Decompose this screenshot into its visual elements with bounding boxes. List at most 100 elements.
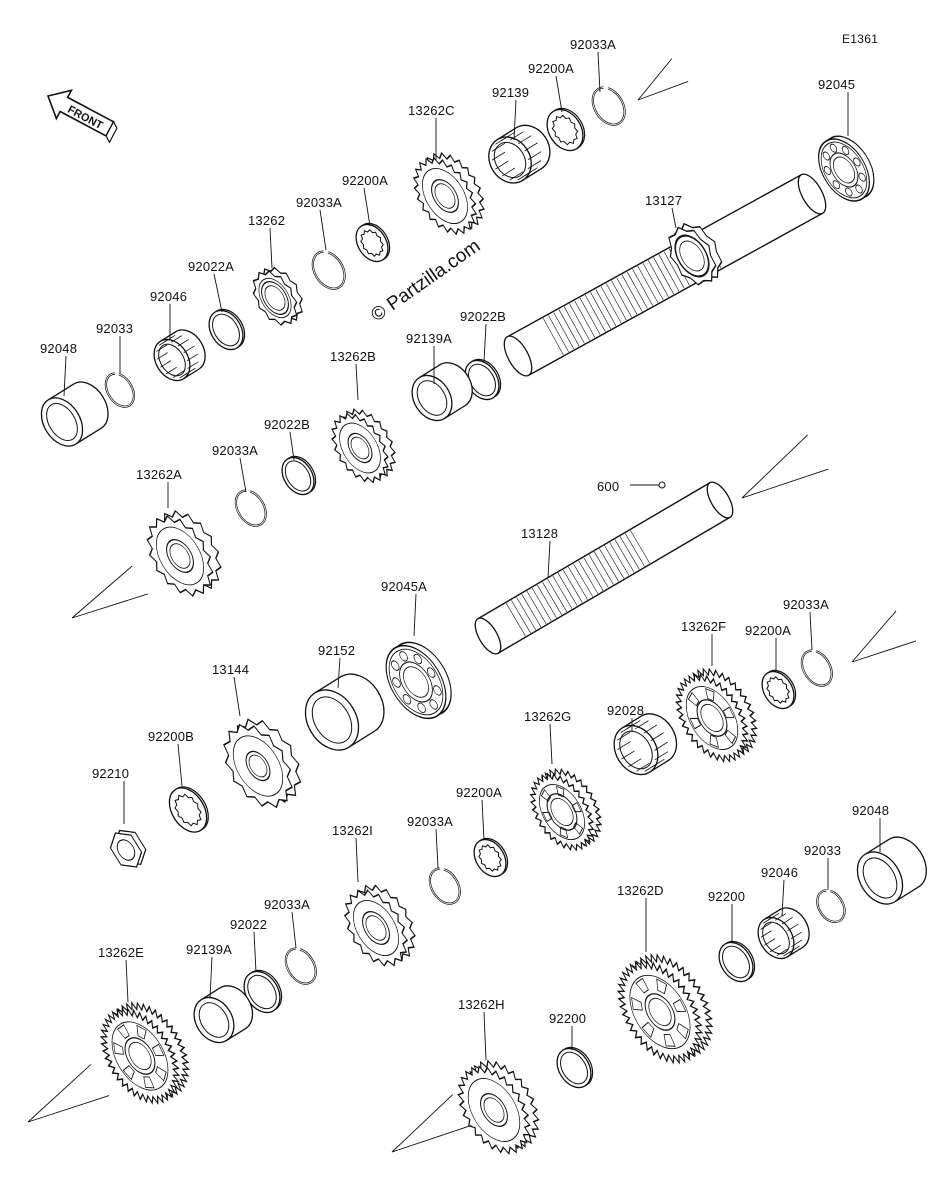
part-label-92210: 92210: [92, 766, 130, 781]
part-label-92048-top: 92048: [40, 341, 78, 356]
leader-line: [547, 540, 551, 579]
needle-bearing-92046-top: [153, 329, 206, 382]
part-label-13127: 13127: [645, 193, 683, 208]
diagram-code: E1361: [842, 32, 879, 46]
part-label-92139a-bot: 92139A: [186, 942, 233, 957]
part-label-92046-top: 92046: [150, 289, 188, 304]
leader-line: [555, 75, 563, 113]
part-label-92139a-top: 92139A: [406, 331, 453, 346]
part-label-13262i: 13262I: [332, 823, 373, 838]
part-label-92033-top: 92033: [96, 321, 134, 336]
part-label-13128: 13128: [521, 526, 559, 541]
part-label-92200-b: 92200: [549, 1011, 587, 1026]
part-label-92028: 92028: [607, 703, 645, 718]
thrust-washer-92200-a: [718, 940, 756, 983]
axis-arrow-bottom-left: [27, 1064, 110, 1123]
leader-line: [549, 723, 553, 765]
part-label-92022a: 92022A: [188, 259, 235, 274]
gear-13262i: [343, 884, 416, 967]
leader-line: [483, 1011, 487, 1061]
leader-line: [363, 187, 371, 227]
part-label-92048-bot: 92048: [852, 803, 890, 818]
bearing-92045a: [385, 641, 452, 720]
thrust-washer-92022b-top: [464, 358, 502, 401]
part-label-92046-bot: 92046: [761, 865, 799, 880]
part-label-13262a: 13262A: [136, 467, 183, 482]
part-label-92200a-right: 92200A: [745, 623, 792, 638]
bushing-92048-bot: [856, 836, 927, 905]
leader-line: [413, 593, 417, 637]
needle-bearing-92139-top: [488, 124, 551, 184]
part-label-92033a-right: 92033A: [783, 597, 830, 612]
leader-line: [63, 355, 67, 397]
part-label-92033a-left: 92033A: [212, 443, 259, 458]
lock-washer-92200b: [168, 786, 209, 833]
leader-line: [513, 99, 517, 141]
part-label-92022b-mid: 92022B: [264, 417, 311, 432]
leader-line: [781, 879, 785, 917]
gear-13262e: [99, 1001, 190, 1105]
bushing-92048-top: [40, 381, 109, 447]
part-label-92200b: 92200B: [148, 729, 195, 744]
leader-line: [355, 363, 359, 401]
part-label-92200a-top: 92200A: [528, 61, 575, 76]
circlip-92033a-top: [591, 86, 626, 126]
axis-arrow-right: [851, 610, 917, 663]
part-label-92045a: 92045A: [381, 579, 428, 594]
spline-washer-92200a-low: [473, 837, 509, 878]
gear-13262b: [331, 408, 396, 484]
leader-line: [483, 323, 487, 363]
part-label-92033a-bot: 92033A: [264, 897, 311, 912]
part-label-92152: 92152: [318, 643, 356, 658]
circlip-92033a-mid: [311, 250, 346, 290]
leader-line: [355, 837, 359, 883]
nut-92210: [109, 829, 147, 868]
leader-line: [209, 956, 213, 999]
circlip-92033-bot: [816, 889, 846, 923]
leader-line: [125, 959, 129, 1003]
part-600-marker: [658, 481, 666, 489]
circlip-92033-top: [104, 372, 135, 408]
circlip-92033a-right: [800, 649, 833, 687]
leader-line: [177, 743, 183, 787]
part-label-13262g: 13262G: [524, 709, 572, 724]
part-label-92200a-low: 92200A: [456, 785, 503, 800]
axis-arrow-shaft: [741, 434, 829, 499]
gear-13262g: [529, 767, 603, 852]
circlip-92033a-bot: [284, 947, 317, 985]
gear-13262: [252, 266, 303, 326]
leader-line: [253, 931, 257, 973]
part-label-13262h: 13262H: [458, 997, 505, 1012]
collar-92152: [304, 673, 385, 751]
part-label-92045: 92045: [818, 77, 856, 92]
gear-13262d: [616, 952, 714, 1065]
axis-arrow-top: [637, 58, 689, 101]
part-label-13262f: 13262F: [681, 619, 727, 634]
part-label-92022b-top: 92022B: [460, 309, 507, 324]
part-label-92033a-top: 92033A: [570, 37, 617, 52]
part-label-13262e: 13262E: [98, 945, 145, 960]
spline-washer-92200a-top: [546, 107, 586, 152]
part-label-13262d: 13262D: [617, 883, 664, 898]
collar-92139a-top: [411, 362, 473, 422]
axis-arrow-left: [71, 565, 148, 619]
leader-line: [239, 457, 247, 493]
spline-washer-92200a-right: [761, 669, 797, 710]
axis-arrow-bottom: [391, 1094, 472, 1153]
circlip-92033a-low: [428, 867, 461, 905]
part-label-92200-a: 92200: [708, 889, 746, 904]
shaft-13128: [474, 481, 734, 655]
part-label-92139-top: 92139: [492, 85, 530, 100]
leader-line: [291, 911, 297, 949]
leader-line: [269, 227, 273, 269]
leader-line: [481, 799, 485, 841]
spline-washer-92200a-mid: [355, 222, 391, 263]
leader-line: [233, 676, 241, 717]
collar-92139a-bot: [193, 985, 254, 1044]
leader-line: [435, 828, 439, 869]
leader-line: [289, 431, 295, 461]
part-label-13144: 13144: [212, 662, 250, 677]
circlip-92033a-left: [234, 489, 267, 527]
part-label-600: 600: [597, 479, 620, 494]
